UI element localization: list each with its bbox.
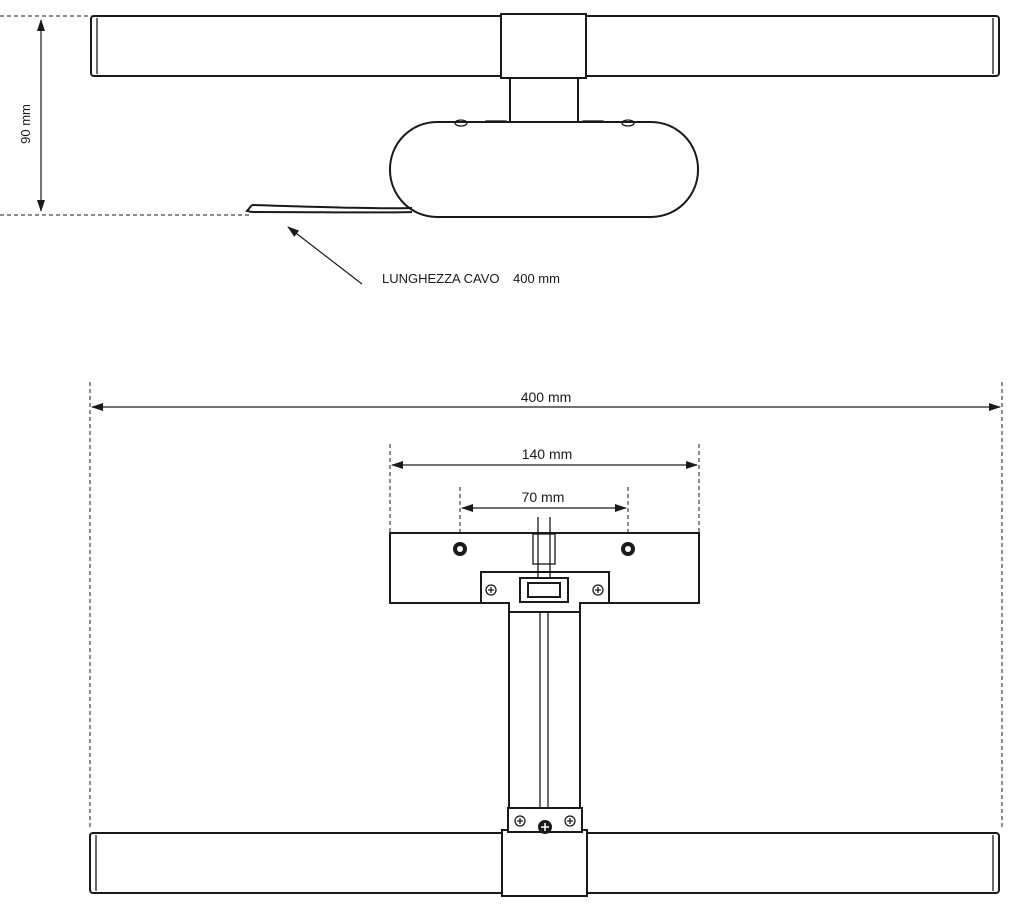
cable-length-caption: LUNGHEZZA CAVO — [382, 271, 500, 286]
cable-length-value: 400 mm — [513, 271, 560, 286]
plate-width-label: 140 mm — [522, 446, 573, 462]
junction-screw-right — [564, 815, 576, 827]
transformer-box — [389, 119, 699, 218]
height-dimension-label: 90 mm — [18, 104, 33, 144]
plan-view: 400 mm 140 mm 70 mm — [89, 382, 1003, 897]
side-view: 90 mm LUNGHEZZA — [0, 13, 1000, 286]
hole-spacing-label: 70 mm — [522, 489, 565, 505]
cable-channel — [532, 517, 556, 820]
bracket-screw-right — [592, 584, 604, 596]
lamp-bar-plan — [89, 829, 1000, 897]
lamp-arm-side — [485, 78, 605, 127]
cable-leader-arrow — [287, 226, 363, 285]
lamp-bar-side — [90, 13, 1000, 79]
junction-screw-left — [514, 815, 526, 827]
bracket-screw-left — [485, 584, 497, 596]
power-cable — [245, 204, 413, 214]
arm-junction — [507, 807, 583, 834]
total-width-label: 400 mm — [521, 389, 572, 405]
cable-bracket — [480, 571, 610, 613]
